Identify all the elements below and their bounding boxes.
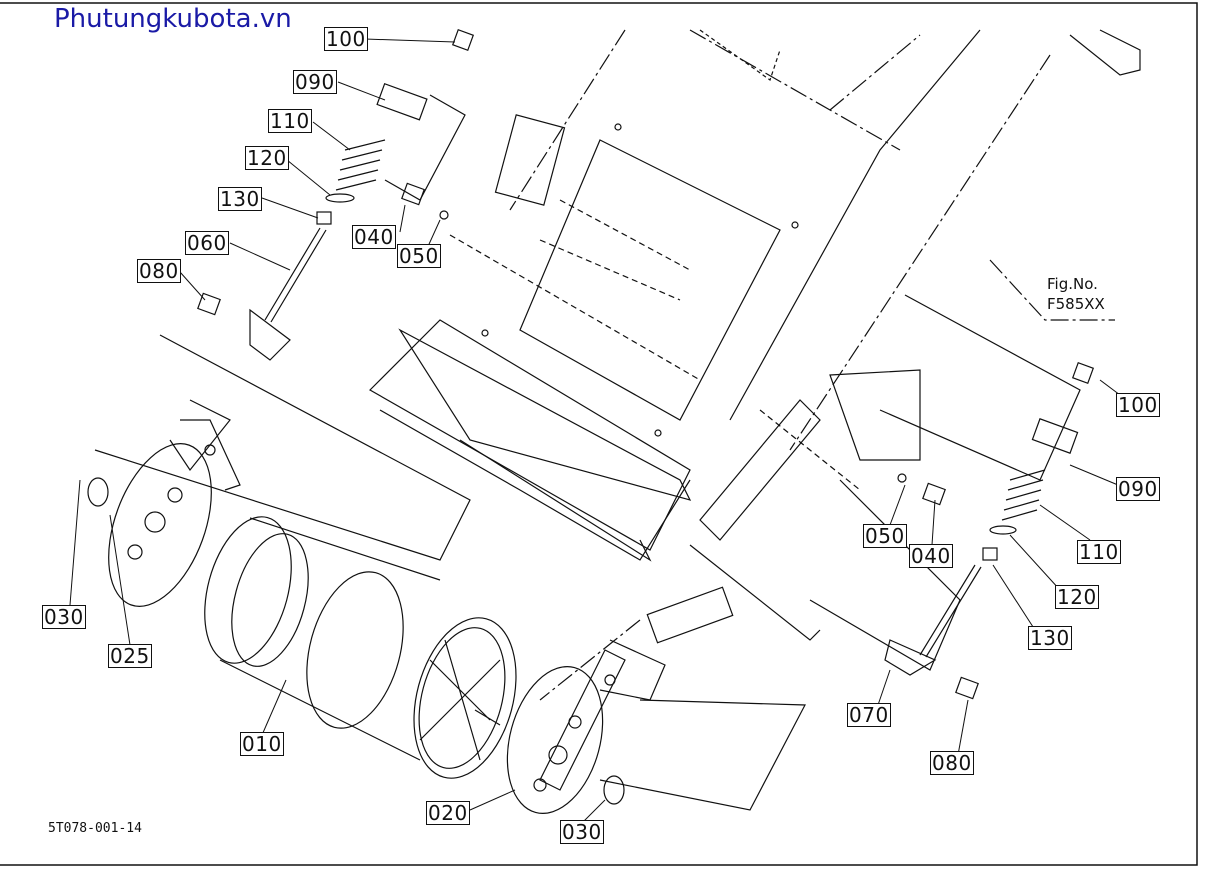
site-watermark[interactable]: Phutungkubota.vn [54, 4, 292, 34]
callout-080-right[interactable]: 080 [930, 751, 974, 775]
callout-050-right[interactable]: 050 [863, 524, 907, 548]
callout-100-right[interactable]: 100 [1116, 393, 1160, 417]
left-adjuster [197, 28, 475, 361]
diagram-border [0, 2, 1198, 866]
frame-rails [509, 29, 1115, 701]
callout-030-left[interactable]: 030 [42, 605, 86, 629]
callout-130-right[interactable]: 130 [1028, 626, 1072, 650]
callout-110-right[interactable]: 110 [1077, 540, 1121, 564]
callout-060[interactable]: 060 [185, 231, 229, 255]
figure-reference-label: Fig.No. [1047, 275, 1098, 293]
callout-110-left[interactable]: 110 [268, 109, 312, 133]
right-adjuster [884, 361, 1095, 700]
callout-130-left[interactable]: 130 [218, 187, 262, 211]
callout-050-left[interactable]: 050 [397, 244, 441, 268]
callout-090-left[interactable]: 090 [293, 70, 337, 94]
callout-030-right[interactable]: 030 [560, 820, 604, 844]
callout-040-right[interactable]: 040 [909, 544, 953, 568]
callout-070[interactable]: 070 [847, 703, 891, 727]
callout-080-left[interactable]: 080 [137, 259, 181, 283]
leader-lines [69, 38, 1121, 823]
roller-drum [204, 516, 517, 779]
right-bracket [646, 369, 921, 644]
callout-010[interactable]: 010 [240, 732, 284, 756]
callout-100-top-left[interactable]: 100 [324, 27, 368, 51]
callout-020[interactable]: 020 [426, 801, 470, 825]
callout-120-left[interactable]: 120 [245, 146, 289, 170]
callout-040-left[interactable]: 040 [352, 225, 396, 249]
callout-025[interactable]: 025 [108, 644, 152, 668]
drawing-code: 5T078-001-14 [48, 821, 142, 836]
figure-reference: Fig.No. F585XX [1047, 274, 1105, 314]
chute-plate-assembly [369, 114, 799, 562]
callout-120-right[interactable]: 120 [1055, 585, 1099, 609]
end-plate-right [506, 649, 626, 814]
end-plate-left [87, 419, 241, 607]
callout-090-right[interactable]: 090 [1116, 477, 1160, 501]
figure-reference-number: F585XX [1047, 295, 1105, 313]
